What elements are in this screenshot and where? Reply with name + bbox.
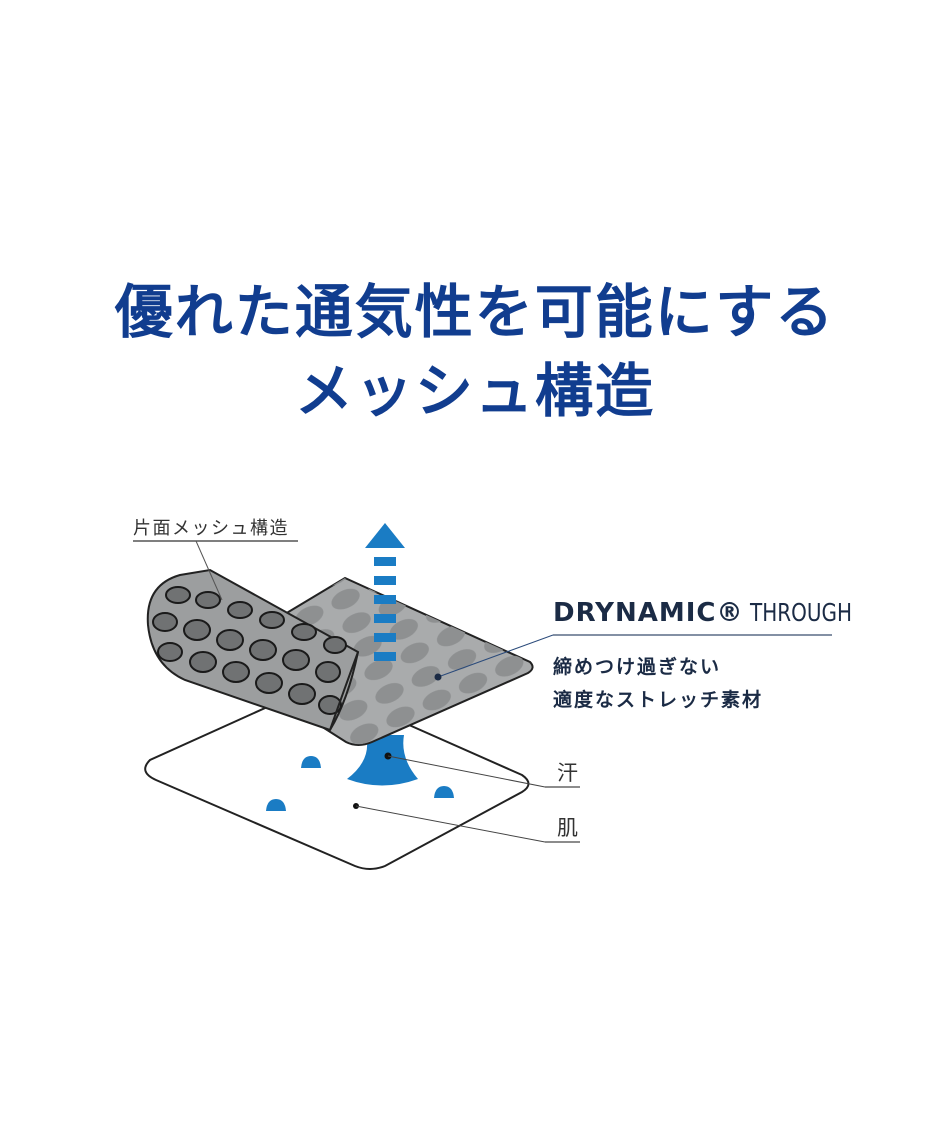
brand-name: DRYNAMIC® [553, 598, 744, 628]
rolled-mesh [146, 568, 360, 732]
skin-label: 肌 [557, 816, 580, 840]
description-line-1: 締めつけ過ぎない [553, 656, 722, 678]
mesh-structure-label: 片面メッシュ構造 [133, 518, 289, 539]
headline-line-1: 優れた通気性を可能にする [114, 278, 836, 346]
headline-line-2: メッシュ構造 [294, 357, 655, 425]
brand-suffix: THROUGH [749, 598, 852, 627]
leader-lines [133, 540, 832, 843]
description-line-2: 適度なストレッチ素材 [553, 689, 764, 711]
upward-dashed-arrow-icon [365, 523, 405, 661]
sweat-drop-icon [266, 735, 454, 811]
brand-title: DRYNAMIC®THROUGH [553, 598, 877, 628]
sweat-label: 汗 [557, 761, 580, 785]
